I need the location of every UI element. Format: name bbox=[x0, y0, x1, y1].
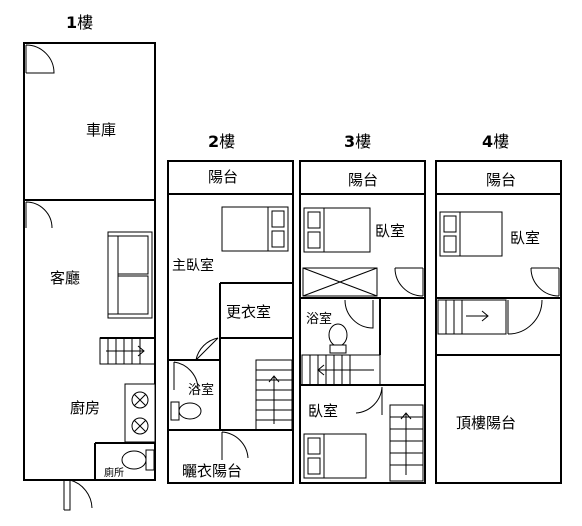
garage-label: 車庫 bbox=[86, 121, 116, 139]
master-bed-icon bbox=[221, 206, 289, 252]
floor-3-label: 3樓 bbox=[344, 132, 371, 151]
sofa-icon bbox=[107, 231, 153, 319]
bath-label-3: 浴室 bbox=[306, 311, 332, 327]
balcony-label-2: 陽台 bbox=[208, 168, 238, 186]
floor-2-outline bbox=[167, 160, 294, 484]
toilet-icon bbox=[170, 401, 202, 421]
stairs-floor-2 bbox=[255, 359, 293, 431]
bedroom-door-3 bbox=[394, 267, 424, 297]
garage-door bbox=[25, 44, 55, 74]
closet-door bbox=[195, 337, 219, 361]
laundry-balcony-label: 曬衣陽台 bbox=[182, 462, 242, 480]
floor-2-plan: 陽台 主臥室 更衣室 浴室 曬衣陽台 bbox=[167, 160, 294, 484]
master-bedroom-label: 主臥室 bbox=[172, 257, 214, 274]
laundry-door bbox=[221, 431, 249, 460]
bath-door-2 bbox=[173, 361, 199, 390]
bed-icon bbox=[303, 207, 371, 253]
bed-icon bbox=[439, 211, 503, 257]
entrance-door-swing bbox=[69, 479, 93, 509]
bedroom2-door-3 bbox=[355, 386, 383, 415]
floor-1-plan: 車庫 客廳 廚房 廁所 bbox=[23, 42, 156, 511]
closet-label: 更衣室 bbox=[226, 303, 271, 321]
stove-icon bbox=[124, 383, 156, 443]
toilet-icon bbox=[121, 449, 155, 471]
floor-1-outline bbox=[23, 42, 156, 481]
floor-1-label: 1樓 bbox=[66, 13, 93, 32]
bedroom-door-4 bbox=[530, 267, 560, 297]
living-room-label: 客廳 bbox=[50, 269, 80, 287]
stairs-floor-3 bbox=[301, 354, 424, 482]
floor-2-label: 2樓 bbox=[208, 132, 235, 151]
floor-3-plan: 陽台 臥室 浴室 臥室 bbox=[299, 160, 426, 484]
roof-balcony-label: 頂樓陽台 bbox=[456, 414, 516, 432]
toilet-icon bbox=[328, 323, 348, 354]
bedroom-label-4: 臥室 bbox=[510, 229, 540, 247]
bath-door-3 bbox=[344, 299, 374, 329]
entrance-door bbox=[63, 480, 71, 511]
bed-icon bbox=[303, 433, 367, 479]
kitchen-label: 廚房 bbox=[70, 399, 100, 417]
bath-label-2: 浴室 bbox=[188, 382, 214, 398]
balcony-label-3: 陽台 bbox=[348, 171, 378, 189]
wardrobe-icon bbox=[302, 267, 378, 297]
roof-door-4 bbox=[507, 299, 543, 335]
balcony-label-4: 陽台 bbox=[486, 171, 516, 189]
stairs-floor-4 bbox=[437, 299, 507, 335]
toilet-label: 廁所 bbox=[104, 466, 124, 479]
floor-4-outline bbox=[435, 160, 562, 484]
living-door bbox=[25, 201, 53, 229]
floor-4-plan: 陽台 臥室 頂樓陽台 bbox=[435, 160, 562, 484]
floor-3-outline bbox=[299, 160, 426, 484]
bedroom2-label-3: 臥室 bbox=[308, 402, 338, 420]
stairs-floor-1 bbox=[99, 337, 156, 365]
floor-4-label: 4樓 bbox=[482, 132, 509, 151]
bedroom1-label-3: 臥室 bbox=[375, 222, 405, 240]
